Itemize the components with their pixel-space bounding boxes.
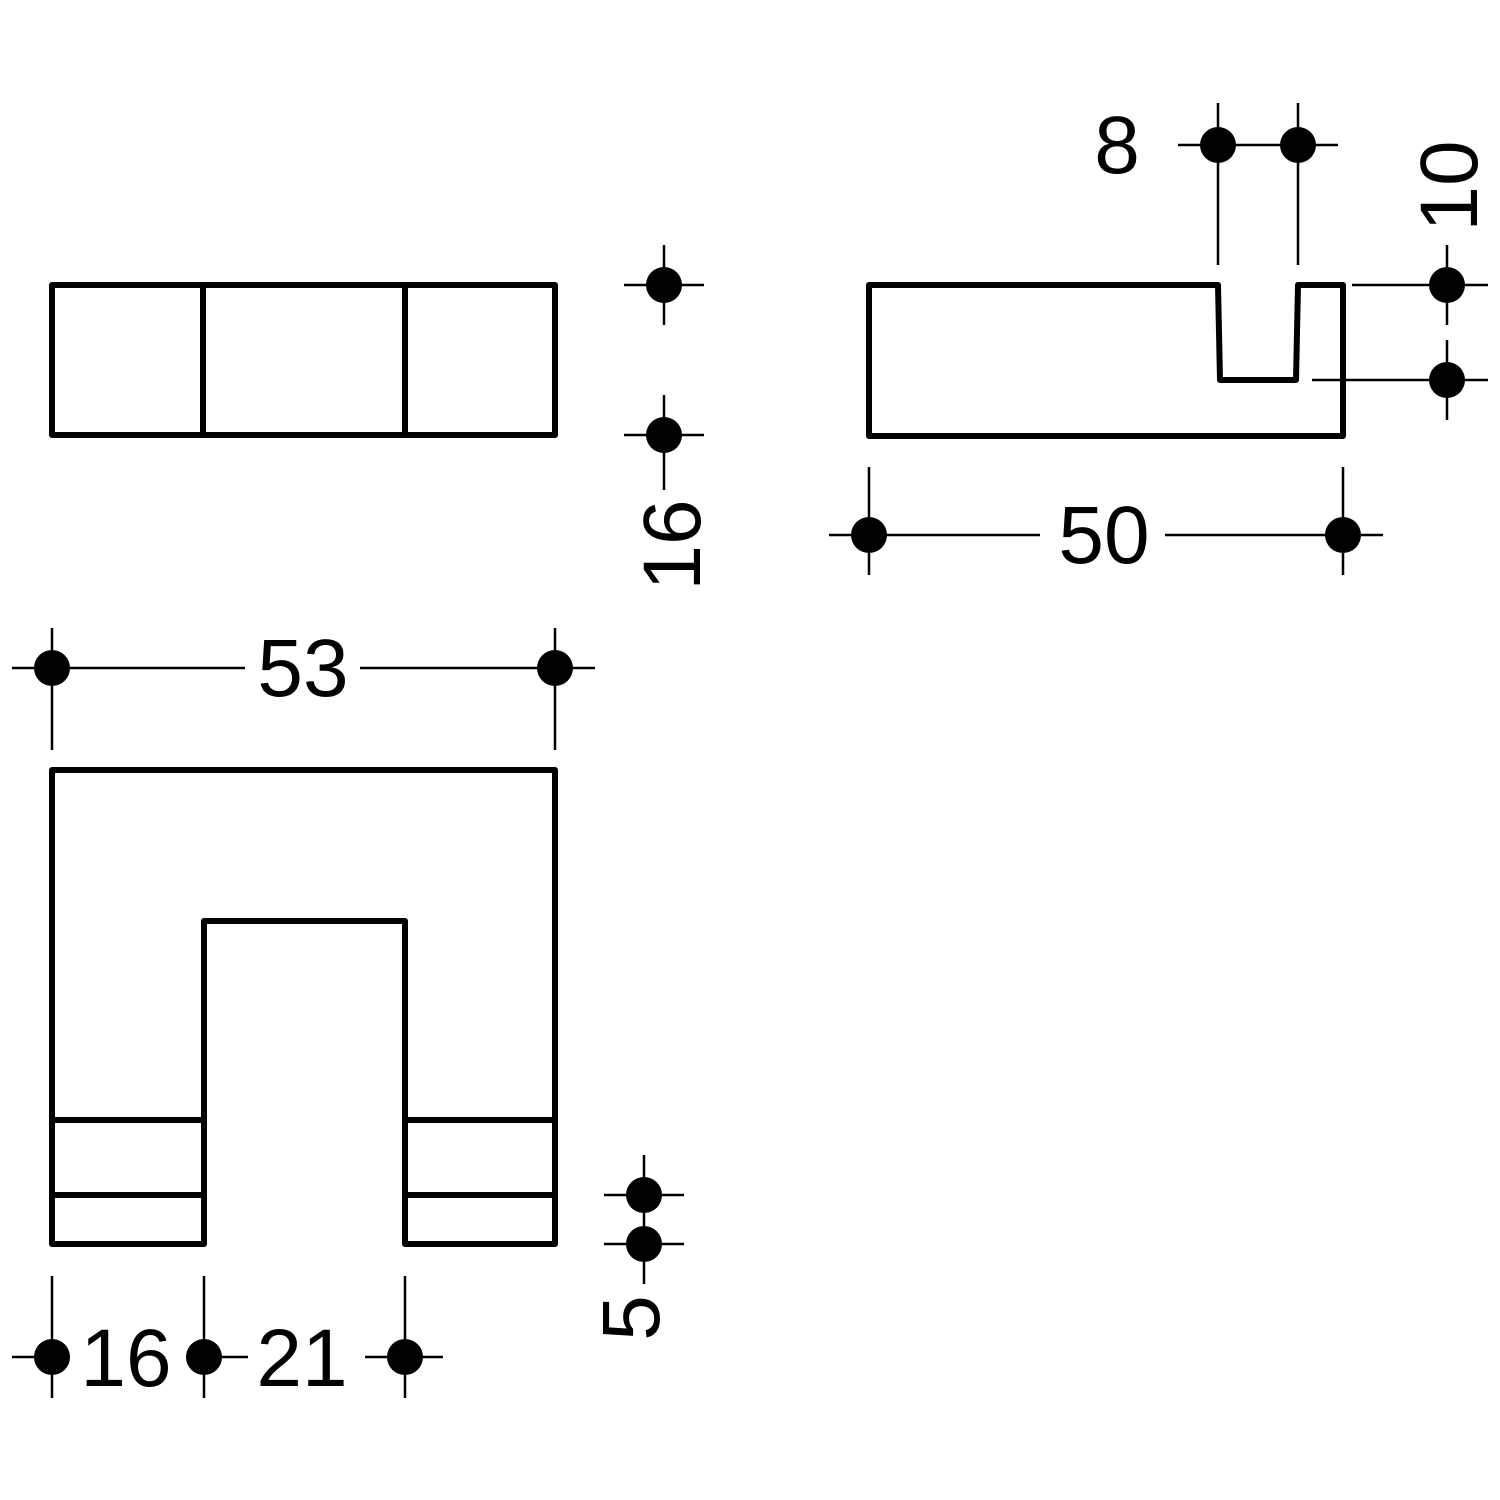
dim-side-length: 50 bbox=[829, 467, 1383, 581]
dim-marker bbox=[646, 417, 682, 453]
top-view-outline bbox=[49, 282, 558, 438]
dim-marker bbox=[186, 1339, 222, 1375]
dim-label-strip-height: 5 bbox=[586, 1295, 677, 1341]
dim-marker bbox=[851, 517, 887, 553]
top-view bbox=[49, 282, 558, 438]
dim-marker bbox=[626, 1177, 662, 1213]
dim-marker bbox=[34, 1339, 70, 1375]
dim-slot-depth: 10 bbox=[1312, 140, 1495, 420]
dim-strip-height: 5 bbox=[586, 1155, 684, 1341]
dim-marker bbox=[537, 650, 573, 686]
dim-label-gap-width: 21 bbox=[256, 1313, 347, 1404]
dim-front-bottom: 16 21 bbox=[12, 1276, 443, 1404]
dim-label-leg-width: 16 bbox=[80, 1313, 171, 1404]
side-view bbox=[866, 282, 1346, 439]
dim-front-width: 53 bbox=[12, 623, 595, 750]
dim-marker bbox=[1325, 517, 1361, 553]
dim-marker bbox=[646, 267, 682, 303]
dim-marker bbox=[626, 1226, 662, 1262]
dim-marker bbox=[1429, 362, 1465, 398]
dim-label-slot-width: 8 bbox=[1094, 100, 1140, 191]
side-view-outline bbox=[866, 282, 1346, 439]
dim-label-front-width: 53 bbox=[257, 623, 348, 714]
dim-marker bbox=[1200, 127, 1236, 163]
dim-marker bbox=[387, 1339, 423, 1375]
dim-label-slot-depth: 10 bbox=[1404, 140, 1495, 231]
dim-marker bbox=[34, 650, 70, 686]
dim-slot-width: 8 bbox=[1094, 100, 1338, 265]
dim-marker bbox=[1280, 127, 1316, 163]
dim-label-side-length: 50 bbox=[1058, 490, 1149, 581]
dim-marker bbox=[1429, 267, 1465, 303]
dim-top-height: 16 bbox=[624, 245, 718, 591]
dim-label-top-height: 16 bbox=[627, 499, 718, 590]
front-view-outline bbox=[49, 767, 558, 1247]
front-view bbox=[49, 767, 558, 1247]
